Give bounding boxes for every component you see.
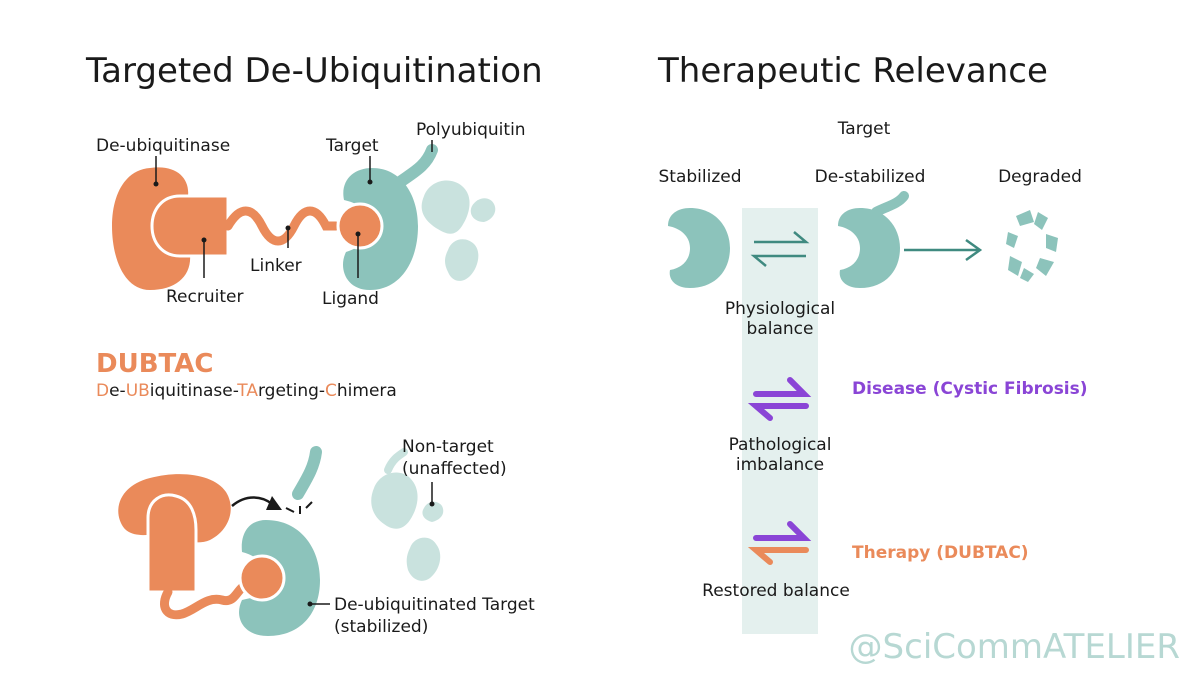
label-pathological: Pathological: [729, 435, 832, 455]
fragment-4: [1036, 258, 1054, 276]
label-therapy: Therapy (DUBTAC): [852, 543, 1029, 563]
dubtac-expansion: De-UBiquitinase-TArgeting-Chimera: [96, 381, 397, 401]
label-non-target-sub: (unaffected): [402, 459, 507, 479]
label-non-target: Non-target: [402, 437, 494, 457]
exp-part-3: UB: [126, 381, 150, 401]
dubtac-complex: [112, 140, 496, 290]
degradation-arrowhead: [965, 238, 983, 262]
lead-ligand-dot: [355, 231, 361, 237]
nontarget-faded-2: [422, 501, 444, 522]
label-pathological-sub: imbalance: [736, 455, 824, 475]
right-title: Therapeutic Relevance: [657, 51, 1048, 91]
label-target: Target: [325, 136, 379, 156]
label-restored: Restored balance: [702, 581, 850, 601]
equilibrium-arrows-icon: [750, 231, 810, 267]
cut-mark-3: [305, 501, 313, 509]
deubiquitination-scene: [118, 446, 444, 636]
degraded-fragments-icon: [1006, 210, 1058, 282]
label-ligand: Ligand: [322, 289, 379, 309]
nontarget-faded-tail: [384, 448, 408, 474]
label-recruiter: Recruiter: [166, 287, 243, 307]
fragment-5: [1008, 256, 1022, 276]
linker-bottom-wave: [160, 579, 253, 620]
destabilized-ubiquitin-tail: [871, 191, 909, 217]
polyubiquitin-chain-icon: [394, 144, 438, 188]
fragment-1: [1016, 210, 1034, 226]
fragment-2: [1034, 212, 1048, 230]
exp-part-6: rgeting-: [258, 381, 325, 401]
label-disease: Disease (Cystic Fibrosis): [852, 379, 1088, 399]
label-de-ubiquitinase: De-ubiquitinase: [96, 136, 230, 156]
lead-dub-dot: [153, 181, 159, 187]
left-title: Targeted De-Ubiquitination: [85, 51, 543, 91]
cleave-arrow: [231, 496, 273, 507]
ligand-ball: [336, 202, 384, 250]
dubtac-acronym: DUBTAC: [96, 349, 213, 379]
linker-wave: [223, 206, 341, 246]
label-stabilized: Stabilized: [658, 167, 741, 187]
fragment-6: [1020, 268, 1034, 282]
fragment-3: [1046, 234, 1058, 252]
recruiter-bottom: [146, 493, 198, 594]
polyubiquitin-faded-3: [445, 239, 479, 281]
eq-phys-bottom: [750, 254, 806, 267]
lead-target-dot: [367, 179, 373, 185]
polyubiquitin-faded-1: [421, 180, 470, 234]
eq-patho-bottom: [747, 403, 809, 421]
watermark: @SciCommATELIER: [849, 627, 1180, 667]
cleave-arrowhead: [266, 496, 282, 510]
eq-restored-top: [753, 521, 812, 541]
label-deub-target: De-ubiquitinated Target: [334, 595, 535, 615]
nontarget-faded-1: [371, 472, 418, 529]
released-polyubiquitin-icon: [292, 446, 322, 500]
label-header-target: Target: [837, 119, 891, 139]
label-physiological: Physiological: [725, 299, 835, 319]
exp-part-4: iquitinase-: [150, 381, 239, 401]
cut-mark-1: [285, 507, 295, 513]
lead-linker-dot: [285, 225, 291, 231]
balance-band: [742, 208, 818, 634]
label-degraded: Degraded: [998, 167, 1082, 187]
fragment-7: [1006, 232, 1018, 248]
label-destabilized: De-stabilized: [815, 167, 926, 187]
nontarget-faded-3: [406, 537, 441, 581]
destabilized-protein-icon: [838, 208, 900, 288]
lead-nontarget-dot: [429, 501, 435, 507]
imbalance-arrows-icon: [747, 377, 812, 421]
eq-restored-bottom: [747, 547, 809, 565]
eq-phys-top: [754, 231, 810, 244]
lead-recruiter-dot: [201, 237, 207, 243]
exp-part-2: e-: [109, 381, 126, 401]
label-physiological-sub: balance: [747, 319, 814, 339]
stabilized-protein-icon: [668, 208, 730, 288]
restored-arrows-icon: [747, 521, 812, 565]
exp-part-1: D: [96, 381, 109, 401]
label-linker: Linker: [250, 256, 302, 276]
label-polyubiquitin: Polyubiquitin: [416, 120, 526, 140]
exp-part-8: himera: [337, 381, 397, 401]
polyubiquitin-faded-2: [470, 198, 496, 222]
recruiter-block: [150, 194, 230, 258]
exp-part-7: C: [325, 381, 337, 401]
eq-patho-top: [753, 377, 812, 397]
lead-deub-dot: [307, 601, 313, 607]
ligand-bottom: [238, 554, 286, 602]
label-deub-target-sub: (stabilized): [334, 617, 428, 637]
exp-part-5: TA: [236, 381, 258, 401]
